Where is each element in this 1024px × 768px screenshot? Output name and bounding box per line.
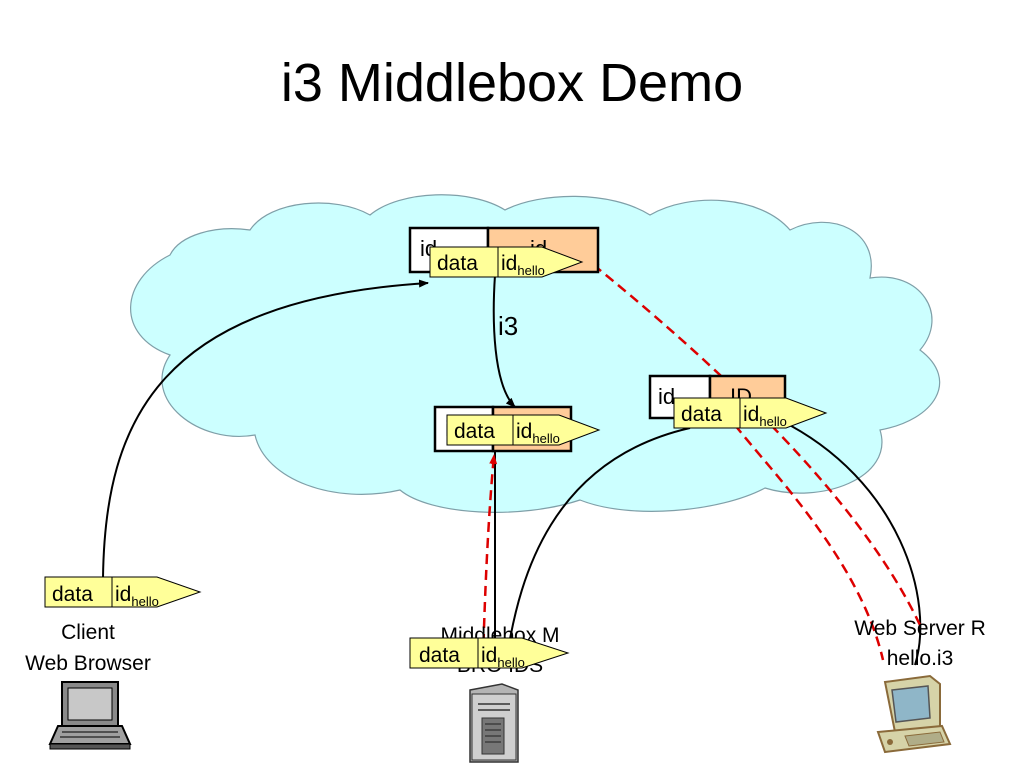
server-label-line1: Web Server R: [854, 617, 986, 640]
client-to-trigger-path: [102, 279, 429, 579]
svg-text:idhello: idhello: [481, 644, 525, 670]
server-tower-icon: [469, 683, 519, 763]
packet-top-id-sub: hello: [517, 263, 544, 278]
packet-top: data idhello: [429, 246, 584, 278]
packet-right-id: id: [743, 403, 759, 426]
packet-top-data: data: [437, 252, 478, 275]
packet-client: data idhello: [44, 576, 202, 609]
packet-right: data idhello: [673, 397, 828, 429]
trigger-to-server-path: [779, 419, 922, 666]
packet-middle-id-sub: hello: [532, 431, 559, 446]
packet-middlebox-id-sub: hello: [497, 655, 524, 670]
packet-client-data: data: [52, 583, 93, 606]
packet-middlebox: data idhello: [409, 637, 570, 670]
packet-middle: data idhello: [446, 414, 601, 446]
svg-text:idhello: idhello: [743, 403, 787, 429]
svg-text:idhello: idhello: [115, 583, 159, 609]
i3-network-label: i3: [498, 311, 518, 341]
trigger-right-left-id: id: [658, 384, 675, 409]
packet-middle-data: data: [454, 420, 495, 443]
trigger-to-server-dashed-path: [734, 424, 885, 661]
packet-client-id: id: [115, 583, 131, 606]
middlebox-to-trigger-dashed-path: [481, 454, 498, 661]
server-label-line2: hello.i3: [887, 647, 954, 670]
trigger-to-trigger-path: [492, 274, 516, 408]
packet-right-data: data: [681, 403, 722, 426]
packet-middlebox-id: id: [481, 644, 497, 667]
i3-cloud: [130, 194, 941, 513]
packet-right-id-sub: hello: [759, 414, 786, 429]
packet-client-id-sub: hello: [131, 594, 158, 609]
client-label-line1: Client: [61, 621, 115, 644]
laptop-icon: [48, 681, 132, 750]
packet-middlebox-data: data: [419, 644, 460, 667]
middlebox-to-trigger-path: [507, 427, 691, 651]
packet-middle-id: id: [516, 420, 532, 443]
svg-text:idhello: idhello: [516, 420, 560, 446]
packet-top-id: id: [501, 252, 517, 275]
slide-title: i3 Middlebox Demo: [280, 53, 744, 113]
desktop-computer-icon: [876, 674, 952, 754]
server-to-trigger-dashed-path: [589, 261, 922, 626]
client-label-line2: Web Browser: [25, 652, 151, 675]
svg-text:idhello: idhello: [501, 252, 545, 278]
